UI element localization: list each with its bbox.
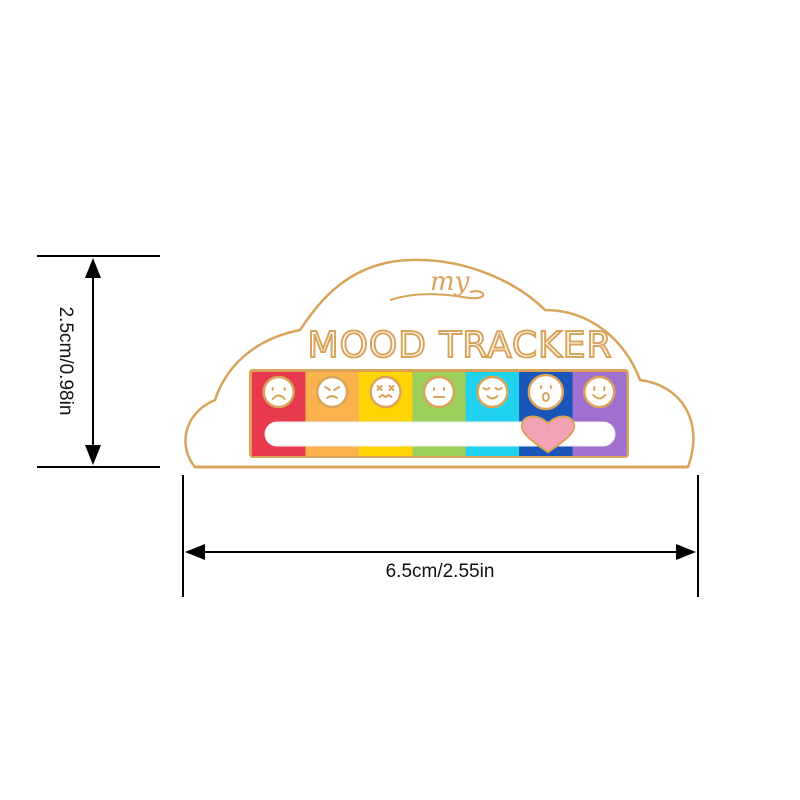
height-dimension	[37, 255, 160, 468]
happy-face-icon[interactable]	[583, 375, 616, 409]
neutral-face-icon[interactable]	[422, 375, 456, 409]
width-label: 6.5cm/2.55in	[385, 561, 495, 582]
height-label: 2.5cm/0.98in	[55, 306, 76, 416]
content-face-icon[interactable]	[476, 375, 509, 409]
surprised-face-icon[interactable]	[527, 373, 565, 411]
sad-face-icon[interactable]	[262, 375, 295, 409]
dizzy-face-icon[interactable]	[369, 375, 402, 409]
angry-face-icon[interactable]	[315, 375, 349, 409]
heart-slider-icon[interactable]	[520, 415, 576, 454]
width-dimension	[182, 475, 699, 597]
title-mood-tracker: MOOD TRACKER	[308, 325, 613, 366]
script-my: my	[430, 267, 470, 297]
